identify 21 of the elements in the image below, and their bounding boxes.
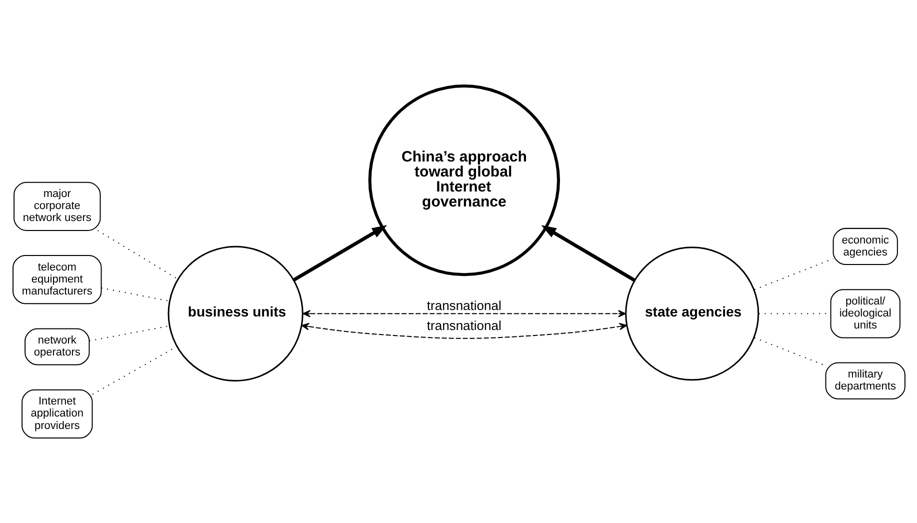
arrow <box>300 322 627 338</box>
node-circle: state agencies <box>624 246 759 380</box>
connector <box>100 286 170 302</box>
node-box: telecom equipment manufacturers <box>12 254 102 304</box>
arrow <box>540 224 635 282</box>
connector <box>88 324 169 341</box>
arrow <box>292 224 387 282</box>
edge-label: transnational <box>426 298 501 313</box>
node-box: military departments <box>824 362 905 399</box>
node-box: political/ ideological units <box>830 288 900 338</box>
node-box: economic agencies <box>832 227 898 265</box>
node-box: Internet application providers <box>21 388 92 438</box>
node-circle: China’s approach toward global Internet governance <box>368 84 560 276</box>
connector <box>92 345 177 394</box>
connector <box>754 336 826 366</box>
node-box: major corporate network users <box>13 181 100 230</box>
node-box: network operators <box>24 328 90 365</box>
node-circle: business units <box>167 245 303 381</box>
connector <box>96 230 178 279</box>
edge-label: transnational <box>426 318 501 333</box>
arrow <box>302 310 626 317</box>
